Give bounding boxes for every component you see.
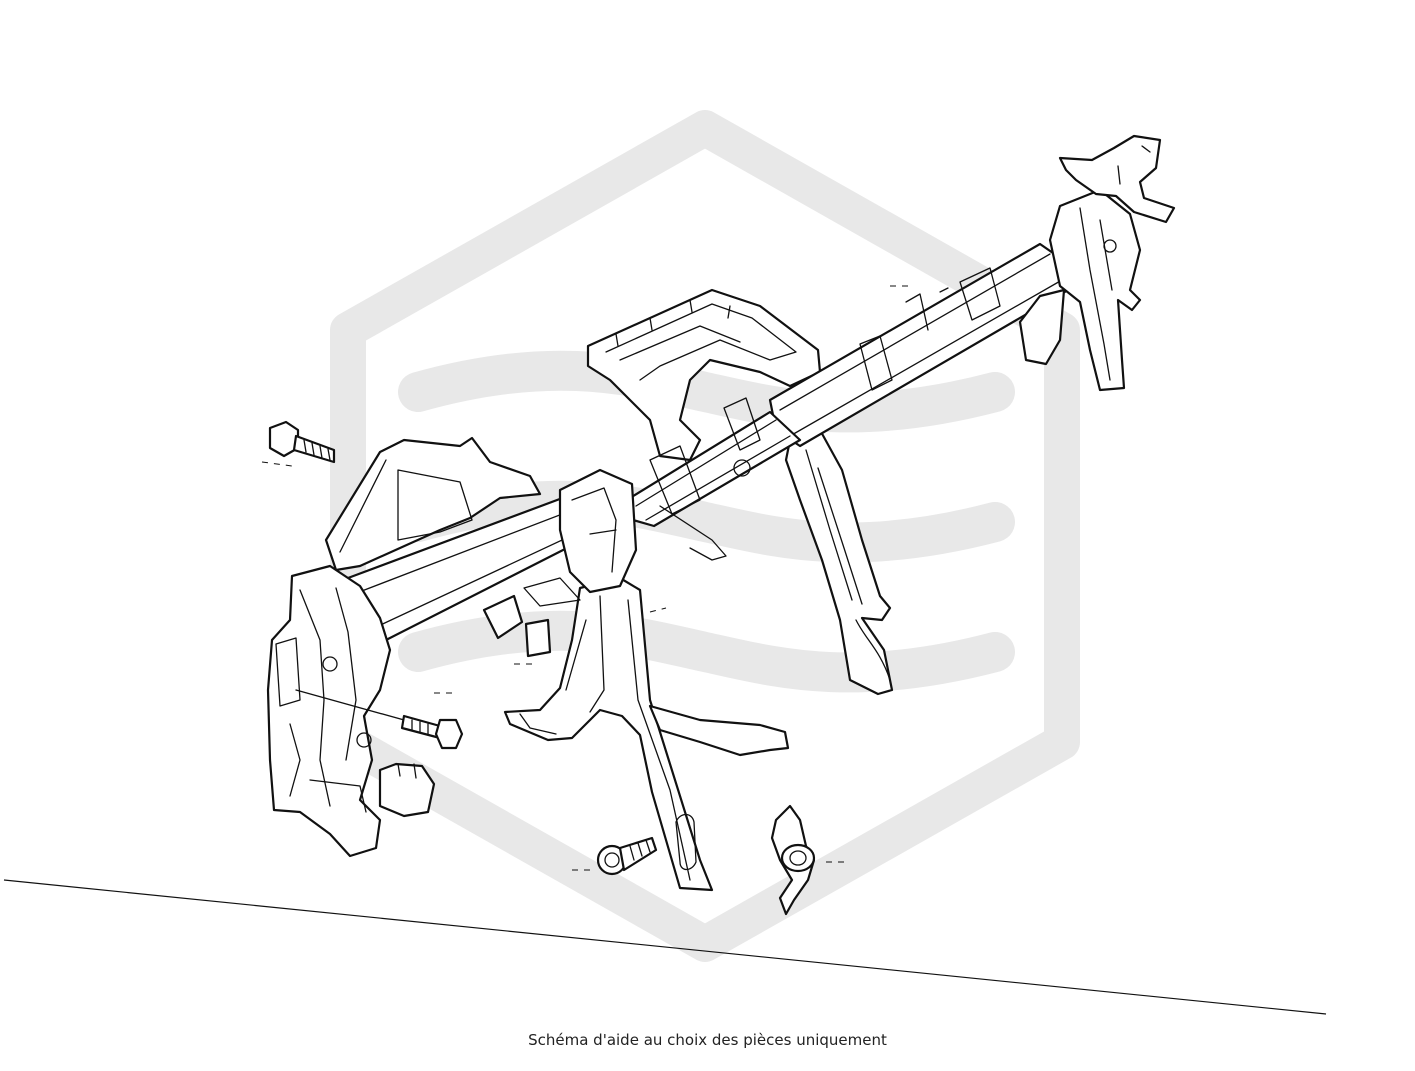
steering-column-frame[interactable]	[586, 288, 822, 462]
right-end-bracket[interactable]	[1018, 134, 1176, 392]
flange-bolt-top-left[interactable]	[261, 420, 336, 467]
flange-screw-bottom[interactable]	[572, 836, 658, 876]
clip-bracket-bottom-right[interactable]	[770, 804, 850, 916]
flange-bolt-lower-left[interactable]	[400, 692, 464, 750]
right-hanging-brace[interactable]	[784, 428, 894, 696]
center-column-block[interactable]	[523, 468, 638, 607]
leader-line	[649, 607, 667, 613]
diagram-caption: Schéma d'aide au choix des pièces unique…	[528, 1031, 887, 1049]
center-support-legs[interactable]	[503, 576, 790, 892]
small-block-bracket[interactable]	[378, 594, 552, 818]
left-end-bracket[interactable]	[266, 564, 441, 858]
left-upper-frame[interactable]	[324, 436, 542, 572]
ground-line	[3, 879, 1327, 1015]
